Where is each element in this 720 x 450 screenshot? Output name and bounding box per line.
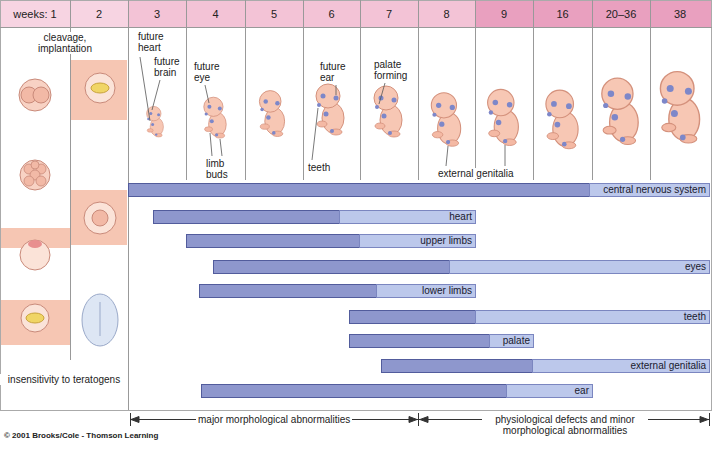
week-header: weeks: 1 bbox=[0, 8, 70, 21]
structure-label: future ear bbox=[318, 61, 352, 83]
week-header: 38 bbox=[650, 8, 710, 21]
high-sensitivity-segment bbox=[186, 234, 360, 248]
structure-label: teeth bbox=[306, 162, 332, 173]
structure-label: limb buds bbox=[204, 158, 238, 180]
week-header: 6 bbox=[303, 8, 360, 21]
week-header: 7 bbox=[360, 8, 418, 21]
high-sensitivity-segment bbox=[381, 359, 533, 373]
sensitivity-bar: heart bbox=[153, 210, 476, 224]
bar-label: lower limbs bbox=[422, 285, 472, 297]
week-header: 2 bbox=[70, 8, 128, 21]
structure-label: future brain bbox=[152, 56, 186, 78]
high-sensitivity-segment bbox=[201, 384, 507, 398]
bar-label: palate bbox=[503, 335, 530, 347]
week-header: 3 bbox=[128, 8, 186, 21]
sensitivity-bar: central nervous system bbox=[128, 183, 710, 197]
structure-label: palate forming bbox=[372, 59, 417, 81]
period-label: major morphological abnormalities bbox=[196, 414, 352, 425]
high-sensitivity-segment bbox=[153, 210, 340, 224]
bar-label: central nervous system bbox=[603, 184, 706, 196]
high-sensitivity-segment bbox=[213, 260, 450, 274]
bar-label: upper limbs bbox=[420, 235, 472, 247]
week-header: 20–36 bbox=[592, 8, 650, 21]
week-header: 4 bbox=[186, 8, 245, 21]
sensitivity-bar: palate bbox=[349, 334, 534, 348]
structure-label: future eye bbox=[192, 61, 226, 83]
bar-label: eyes bbox=[685, 261, 706, 273]
bar-label: teeth bbox=[684, 311, 706, 323]
structure-label: future heart bbox=[136, 31, 170, 53]
stage-label: cleavage, implantation bbox=[24, 32, 106, 54]
sensitivity-bar: lower limbs bbox=[199, 284, 476, 298]
sensitivity-bar: ear bbox=[201, 384, 593, 398]
structure-label: external genitalia bbox=[436, 168, 516, 179]
sensitivity-bar: upper limbs bbox=[186, 234, 476, 248]
sensitivity-bar: external genitalia bbox=[381, 359, 710, 373]
copyright-note: © 2001 Brooks/Cole - Thomson Learning bbox=[4, 431, 158, 441]
period-label: physiological defects and minor morpholo… bbox=[482, 414, 648, 436]
low-sensitivity-segment bbox=[449, 260, 710, 274]
week-header: 5 bbox=[245, 8, 303, 21]
high-sensitivity-segment bbox=[199, 284, 377, 298]
high-sensitivity-segment bbox=[349, 334, 490, 348]
sensitivity-note: insensitivity to teratogens bbox=[0, 374, 128, 385]
bar-label: ear bbox=[575, 385, 589, 397]
low-sensitivity-segment bbox=[475, 310, 710, 324]
bar-label: heart bbox=[449, 211, 472, 223]
week-header: 9 bbox=[475, 8, 533, 21]
high-sensitivity-segment bbox=[349, 310, 476, 324]
bar-label: external genitalia bbox=[630, 360, 706, 372]
high-sensitivity-segment bbox=[128, 183, 590, 197]
week-header: 16 bbox=[533, 8, 592, 21]
sensitivity-bar: teeth bbox=[349, 310, 710, 324]
sensitivity-bar: eyes bbox=[213, 260, 710, 274]
week-header: 8 bbox=[418, 8, 475, 21]
